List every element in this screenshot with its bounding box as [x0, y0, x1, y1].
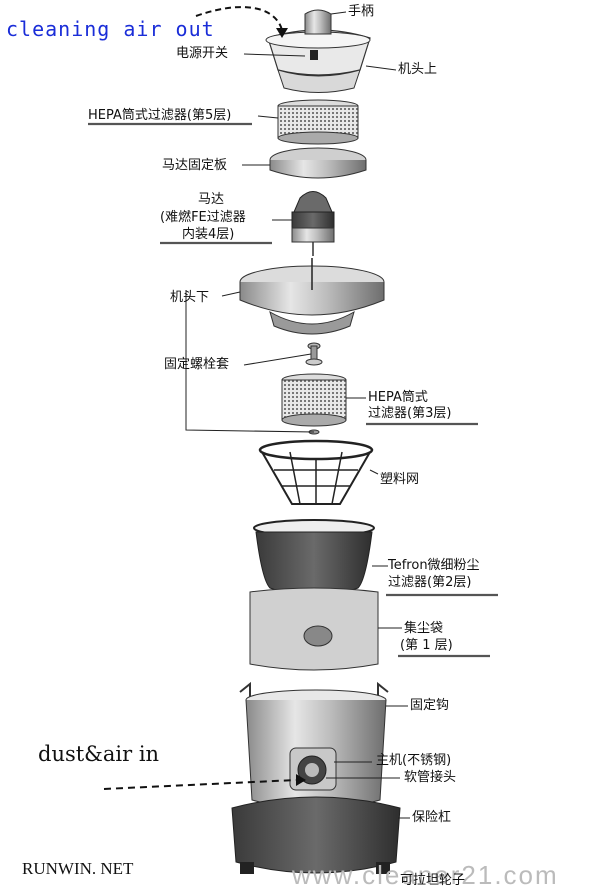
- airflow-arrows: [103, 6, 306, 790]
- label-underlines: [88, 122, 498, 658]
- label-tefron-line1: Tefron微细粉尘: [388, 558, 480, 573]
- label-hepa-3-line2: 过滤器(第3层): [368, 406, 452, 421]
- head-lower-part: [239, 258, 385, 335]
- hepa-filter-3-part: [281, 373, 347, 435]
- label-hepa-5: HEPA筒式过滤器(第5层): [88, 108, 232, 123]
- main-body-part: [239, 681, 389, 810]
- label-hepa-3-line1: HEPA筒式: [368, 390, 428, 405]
- label-bumper: 保险杠: [412, 810, 452, 825]
- dust-air-in-annotation: dust&air in: [38, 742, 160, 766]
- brand-text: RUNWIN. NET: [22, 859, 134, 878]
- label-bolt-sleeve: 固定螺栓套: [164, 357, 230, 372]
- label-motor-line3: 内装4层): [182, 227, 235, 242]
- dust-bag-part: [249, 587, 379, 671]
- motor-plate-part: [269, 147, 367, 179]
- label-motor-line2: (难燃FE过滤器: [160, 210, 246, 225]
- watermark-text: www.cleaner21.com: [292, 860, 559, 890]
- label-dust-bag-line1: 集尘袋: [404, 621, 444, 636]
- label-hose-connector: 软管接头: [404, 770, 457, 785]
- label-fixing-hook: 固定钩: [410, 698, 450, 713]
- tefron-filter-part: [253, 519, 375, 597]
- label-motor-line1: 马达: [198, 192, 225, 207]
- bolt-sleeve-part: [305, 342, 323, 366]
- motor-part: [291, 191, 335, 256]
- hepa-filter-5-part: [277, 99, 359, 145]
- label-head-upper: 机头上: [398, 62, 438, 77]
- label-plastic-mesh: 塑料网: [380, 472, 420, 487]
- label-handle: 手柄: [348, 4, 375, 19]
- label-motor-plate: 马达固定板: [162, 158, 228, 173]
- label-head-lower: 机头下: [170, 290, 210, 305]
- leader-lines: [185, 11, 410, 819]
- label-dust-bag-line2: (第 1 层): [400, 638, 453, 653]
- label-power-switch: 电源开关: [176, 46, 229, 61]
- bumper-part: [231, 796, 401, 874]
- plastic-mesh-part: [258, 439, 374, 505]
- label-caster: 可拉坦轮子: [400, 873, 466, 888]
- cleaning-air-out-annotation: cleaning air out: [6, 17, 215, 41]
- head-upper-part: [265, 9, 371, 93]
- label-main-body: 主机(不锈钢): [376, 753, 452, 768]
- label-tefron-line2: 过滤器(第2层): [388, 575, 472, 590]
